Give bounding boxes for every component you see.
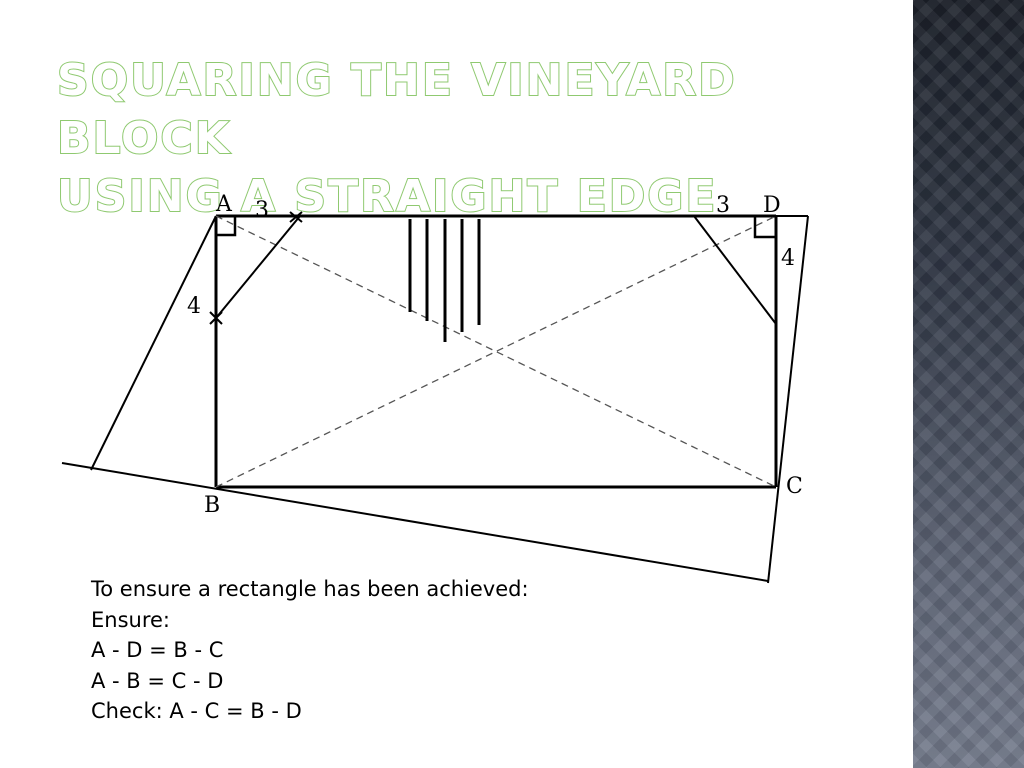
instructions-text: To ensure a rectangle has been achieved:…: [91, 574, 651, 727]
triangle-3-4-5-lines: [215, 215, 777, 325]
right-angle-markers: [216, 216, 776, 239]
diagonals: [215, 215, 777, 488]
diagonal-a-c: [215, 215, 777, 488]
slide-title: Squaring the vineyard block using a stra…: [56, 52, 877, 226]
instruction-line-3: A - D = B - C: [91, 638, 224, 662]
cross-mark-3: [289, 211, 303, 223]
vine-rows: [408, 219, 481, 342]
left-straight-edge: [90, 215, 217, 471]
label-corner-a: A: [215, 192, 233, 217]
cross-mark-4: [209, 311, 223, 325]
instruction-line-4: A - B = C - D: [91, 668, 224, 693]
right-angle-marker-d: [753, 216, 776, 239]
hypotenuse-d: [693, 215, 777, 325]
slide-title-line-1: Squaring the vineyard block: [56, 54, 737, 165]
right-angle-marker-a: [216, 216, 237, 237]
instruction-line-2: Ensure:: [91, 607, 170, 632]
right-straight-edge: [767, 215, 809, 584]
label-measure-d-3: 3: [716, 193, 730, 218]
instruction-line-1: To ensure a rectangle has been achieved:: [91, 577, 529, 601]
straight-edge-lines: [61, 215, 809, 584]
slide-title-line-2: using a straight edge: [56, 170, 718, 223]
cross-marks: [209, 211, 303, 325]
bottom-straight-edge: [61, 462, 769, 582]
decorative-side-panel: [913, 0, 1024, 768]
hypotenuse-a: [215, 215, 301, 319]
label-measure-a-3: 3: [255, 198, 269, 223]
instruction-line-5: Check: A - C = B - D: [91, 699, 302, 723]
label-measure-a-4: 4: [187, 294, 201, 319]
label-measure-d-4: 4: [781, 246, 795, 271]
vineyard-block-rectangle: [214, 214, 778, 489]
label-corner-b: B: [204, 493, 220, 518]
label-corner-d: D: [763, 193, 781, 218]
diagonal-b-d: [215, 215, 777, 488]
label-corner-c: C: [786, 474, 803, 499]
